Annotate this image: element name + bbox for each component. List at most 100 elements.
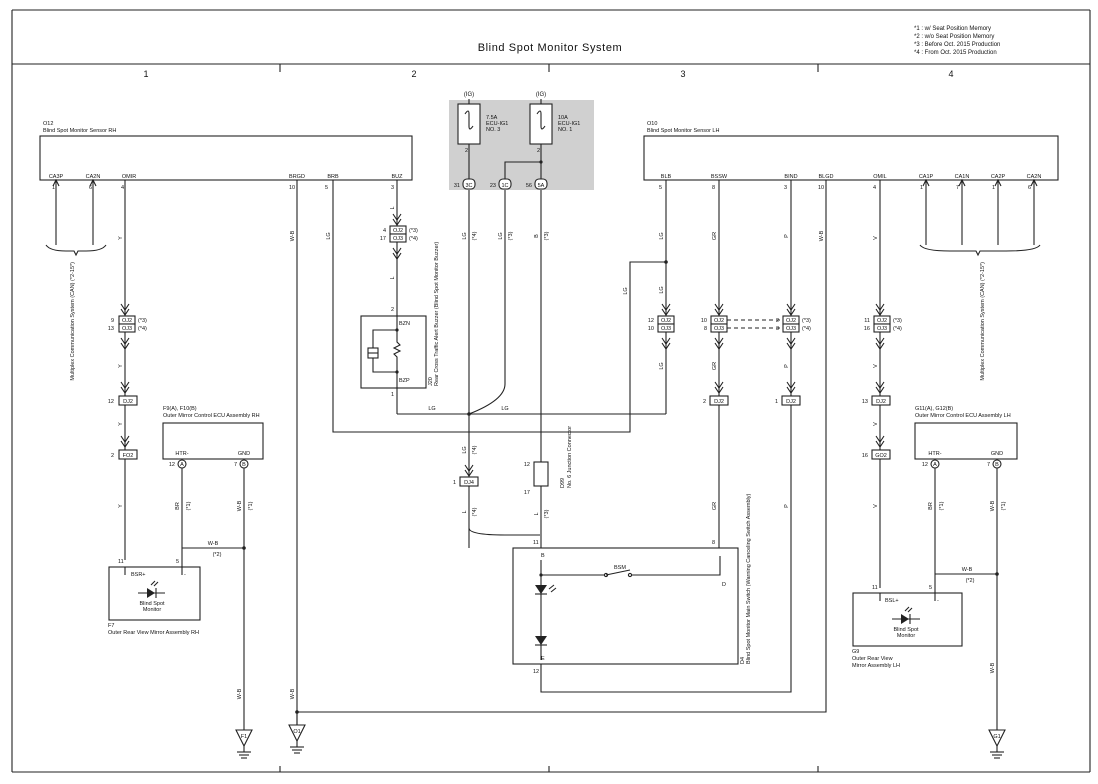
brb-wire: LG LG (326, 180, 666, 433)
svg-text:11: 11 (118, 559, 124, 565)
svg-text:56: 56 (526, 183, 532, 189)
svg-text:(*3): (*3) (893, 318, 902, 324)
svg-text:13: 13 (108, 326, 114, 332)
svg-text:4: 4 (121, 185, 124, 191)
svg-text:LG: LG (659, 362, 665, 369)
column-4: 4 (948, 69, 953, 79)
svg-text:OMIR: OMIR (122, 174, 136, 180)
svg-text:2: 2 (111, 453, 114, 459)
svg-text:17: 17 (524, 490, 530, 496)
svg-text:DJ2: DJ2 (876, 399, 886, 405)
svg-text:V: V (873, 422, 879, 426)
svg-text:6: 6 (89, 185, 92, 191)
svg-text:W-B: W-B (290, 230, 296, 241)
svg-text:D4: D4 (740, 657, 746, 664)
svg-text:FO2: FO2 (123, 453, 134, 459)
svg-text:12: 12 (108, 399, 114, 405)
mirror-ecu-rh: F9(A), F10(B) Outer Mirror Control ECU A… (162, 406, 264, 730)
note-4: *4 : From Oct. 2015 Production (914, 50, 997, 56)
svg-text:23: 23 (490, 183, 496, 189)
svg-text:2: 2 (391, 307, 394, 313)
svg-text:5A: 5A (538, 183, 545, 189)
svg-text:V: V (873, 504, 879, 508)
svg-text:(*2): (*2) (213, 552, 222, 558)
svg-text:W-B: W-B (237, 500, 243, 511)
svg-text:1: 1 (52, 185, 55, 191)
svg-text:GND: GND (238, 451, 250, 457)
svg-text:Mirror Assembly LH: Mirror Assembly LH (852, 663, 900, 669)
svg-text:Outer Mirror Control ECU Assem: Outer Mirror Control ECU Assembly RH (163, 413, 260, 419)
fuse-block: (IG) (IG) 7.5A ECU-IG1 NO. 3 10A ECU-IG1… (449, 92, 594, 190)
omil-wire: V OJ2 OJ3 11 16 (*3) (*4) V DJ2 13 V GO2… (862, 180, 902, 588)
svg-text:5: 5 (325, 185, 328, 191)
svg-text:G11(A), G12(B): G11(A), G12(B) (915, 406, 953, 412)
svg-text:O10: O10 (647, 121, 657, 127)
svg-text:2: 2 (703, 399, 706, 405)
svg-text:BRGD: BRGD (289, 174, 305, 180)
svg-text:1: 1 (992, 185, 995, 191)
footnotes: *1 : w/ Seat Position Memory *2 : w/o Se… (914, 26, 1000, 56)
svg-text:W-B: W-B (290, 688, 296, 699)
svg-text:BZP: BZP (399, 378, 410, 384)
svg-text:BLGD: BLGD (819, 174, 834, 180)
svg-text:BR: BR (928, 502, 934, 510)
ground-g1: G1 (988, 729, 1006, 759)
svg-text:Monitor: Monitor (143, 607, 162, 613)
svg-text:OJ3: OJ3 (393, 236, 403, 242)
svg-text:10: 10 (648, 326, 654, 332)
svg-text:P: P (784, 234, 790, 238)
svg-text:DJ2: DJ2 (123, 399, 133, 405)
svg-text:V: V (873, 236, 879, 240)
svg-text:Blind Spot Monitor Sensor LH: Blind Spot Monitor Sensor LH (647, 128, 719, 134)
note-3: *3 : Before Oct. 2015 Production (914, 42, 1000, 48)
svg-text:OJ3: OJ3 (122, 326, 132, 332)
svg-text:J20: J20 (428, 377, 434, 386)
svg-text:HTR-: HTR- (175, 451, 188, 457)
svg-text:8: 8 (704, 326, 707, 332)
svg-text:CA2N: CA2N (1027, 174, 1042, 180)
svg-text:O12: O12 (43, 121, 53, 127)
svg-text:BUZ: BUZ (392, 174, 404, 180)
bind-wire: P OJ2 OJ3 2 3 (*3) (*4) P DJ2 1 P (775, 180, 811, 508)
svg-text:(*1): (*1) (248, 501, 254, 510)
svg-text:L: L (390, 206, 396, 209)
svg-text:6: 6 (1028, 185, 1031, 191)
svg-text:BRB: BRB (327, 174, 339, 180)
svg-text:CA1P: CA1P (919, 174, 934, 180)
mirror-lh: 11 5 BSL+ - Blind Spot Monitor G9 Outer … (852, 585, 963, 669)
svg-text:(*1): (*1) (939, 501, 945, 510)
svg-text:ECU-IG1: ECU-IG1 (558, 121, 580, 127)
svg-text:W-B: W-B (208, 541, 219, 547)
diagram-title: Blind Spot Monitor System (478, 42, 623, 54)
svg-text:A: A (933, 462, 937, 468)
svg-text:9: 9 (111, 318, 114, 324)
svg-text:12: 12 (533, 669, 539, 675)
svg-text:LG: LG (623, 287, 629, 294)
svg-text:1: 1 (453, 480, 456, 486)
svg-text:(*3): (*3) (544, 509, 550, 518)
svg-text:OJ3: OJ3 (786, 326, 796, 332)
svg-text:(*4): (*4) (472, 507, 478, 516)
svg-text:7: 7 (956, 185, 959, 191)
svg-text:DJ2: DJ2 (714, 399, 724, 405)
svg-text:Multiplex Communication System: Multiplex Communication System (CAN) (*2… (980, 262, 986, 381)
svg-text:Monitor: Monitor (897, 633, 916, 639)
svg-text:2: 2 (776, 318, 779, 324)
svg-text:Rear Cross Traffic Alert Buzze: Rear Cross Traffic Alert Buzzer (Blind S… (434, 242, 440, 386)
svg-text:BSSW: BSSW (711, 174, 728, 180)
svg-text:5: 5 (176, 559, 179, 565)
svg-text:Blind Spot: Blind Spot (139, 601, 165, 607)
svg-text:BSM: BSM (614, 565, 626, 571)
svg-text:BSR+: BSR+ (131, 572, 146, 578)
svg-text:F7: F7 (108, 623, 114, 629)
svg-text:Outer Mirror Control ECU Assem: Outer Mirror Control ECU Assembly LH (915, 413, 1011, 419)
column-header: 1 2 3 4 (143, 64, 954, 772)
svg-text:BSL+: BSL+ (885, 598, 899, 604)
svg-text:5: 5 (929, 585, 932, 591)
svg-text:(*1): (*1) (186, 501, 192, 510)
svg-text:BR: BR (175, 502, 181, 510)
svg-text:OJ2: OJ2 (661, 318, 671, 324)
svg-text:(*3): (*3) (138, 318, 147, 324)
svg-text:17: 17 (380, 236, 386, 242)
